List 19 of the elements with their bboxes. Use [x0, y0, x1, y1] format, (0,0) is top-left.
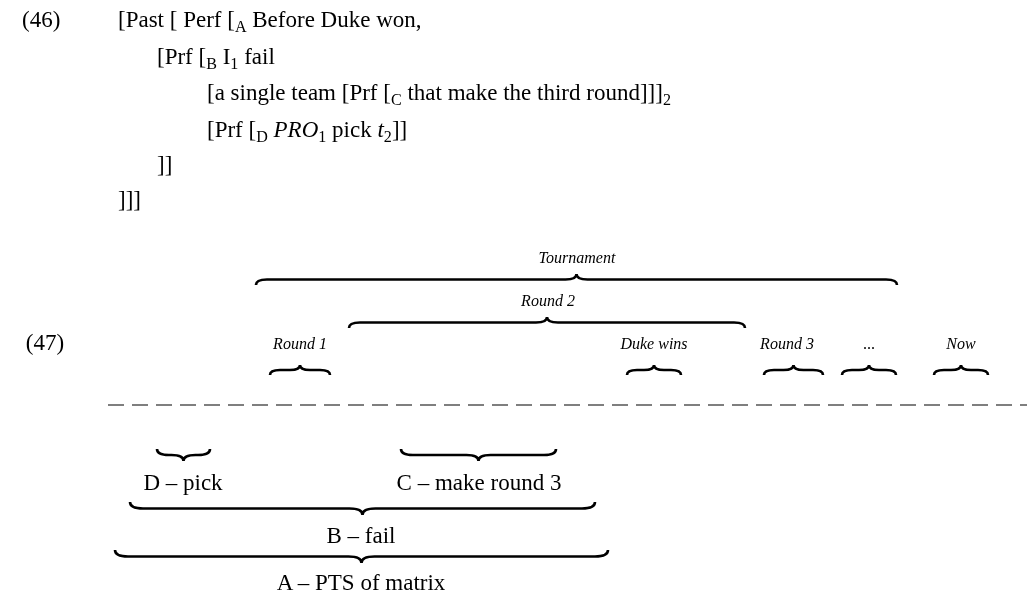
bracketed-structure-line: [Prf [$_{D}$ PRO$_{1}$ pick t$_{2}$]]	[207, 117, 408, 143]
timeline-label: Round 1	[273, 335, 327, 353]
timeline-label: Round 3	[760, 335, 814, 353]
timeline-label: Duke wins	[620, 335, 688, 353]
example-number: (47)	[25, 330, 65, 356]
interval-label: D – pick	[143, 470, 223, 496]
bracketed-structure-line: [a single team [Prf [$_{C}$ that make the third round]]]$_{2}$	[207, 80, 671, 106]
bracketed-structure-line: [Past [ Perf [$_{A}$ Before Duke won,	[118, 7, 422, 33]
bracketed-structure-line: ]]	[157, 152, 173, 178]
timeline-label: Round 2	[521, 292, 575, 310]
interval-label: A – PTS of matrix	[276, 570, 446, 596]
timeline-label: ...	[863, 335, 875, 353]
bracketed-structure-line: [Prf [$_{B}$ I$_{1}$ fail	[157, 44, 275, 70]
example-number: (46)	[22, 7, 61, 33]
timeline-label: Tournament	[538, 249, 616, 267]
bracketed-structure-line: ]]]	[118, 187, 141, 213]
interval-label: C – make round 3	[396, 470, 562, 496]
interval-label: B – fail	[326, 523, 396, 549]
timeline-label: Now	[946, 335, 976, 353]
